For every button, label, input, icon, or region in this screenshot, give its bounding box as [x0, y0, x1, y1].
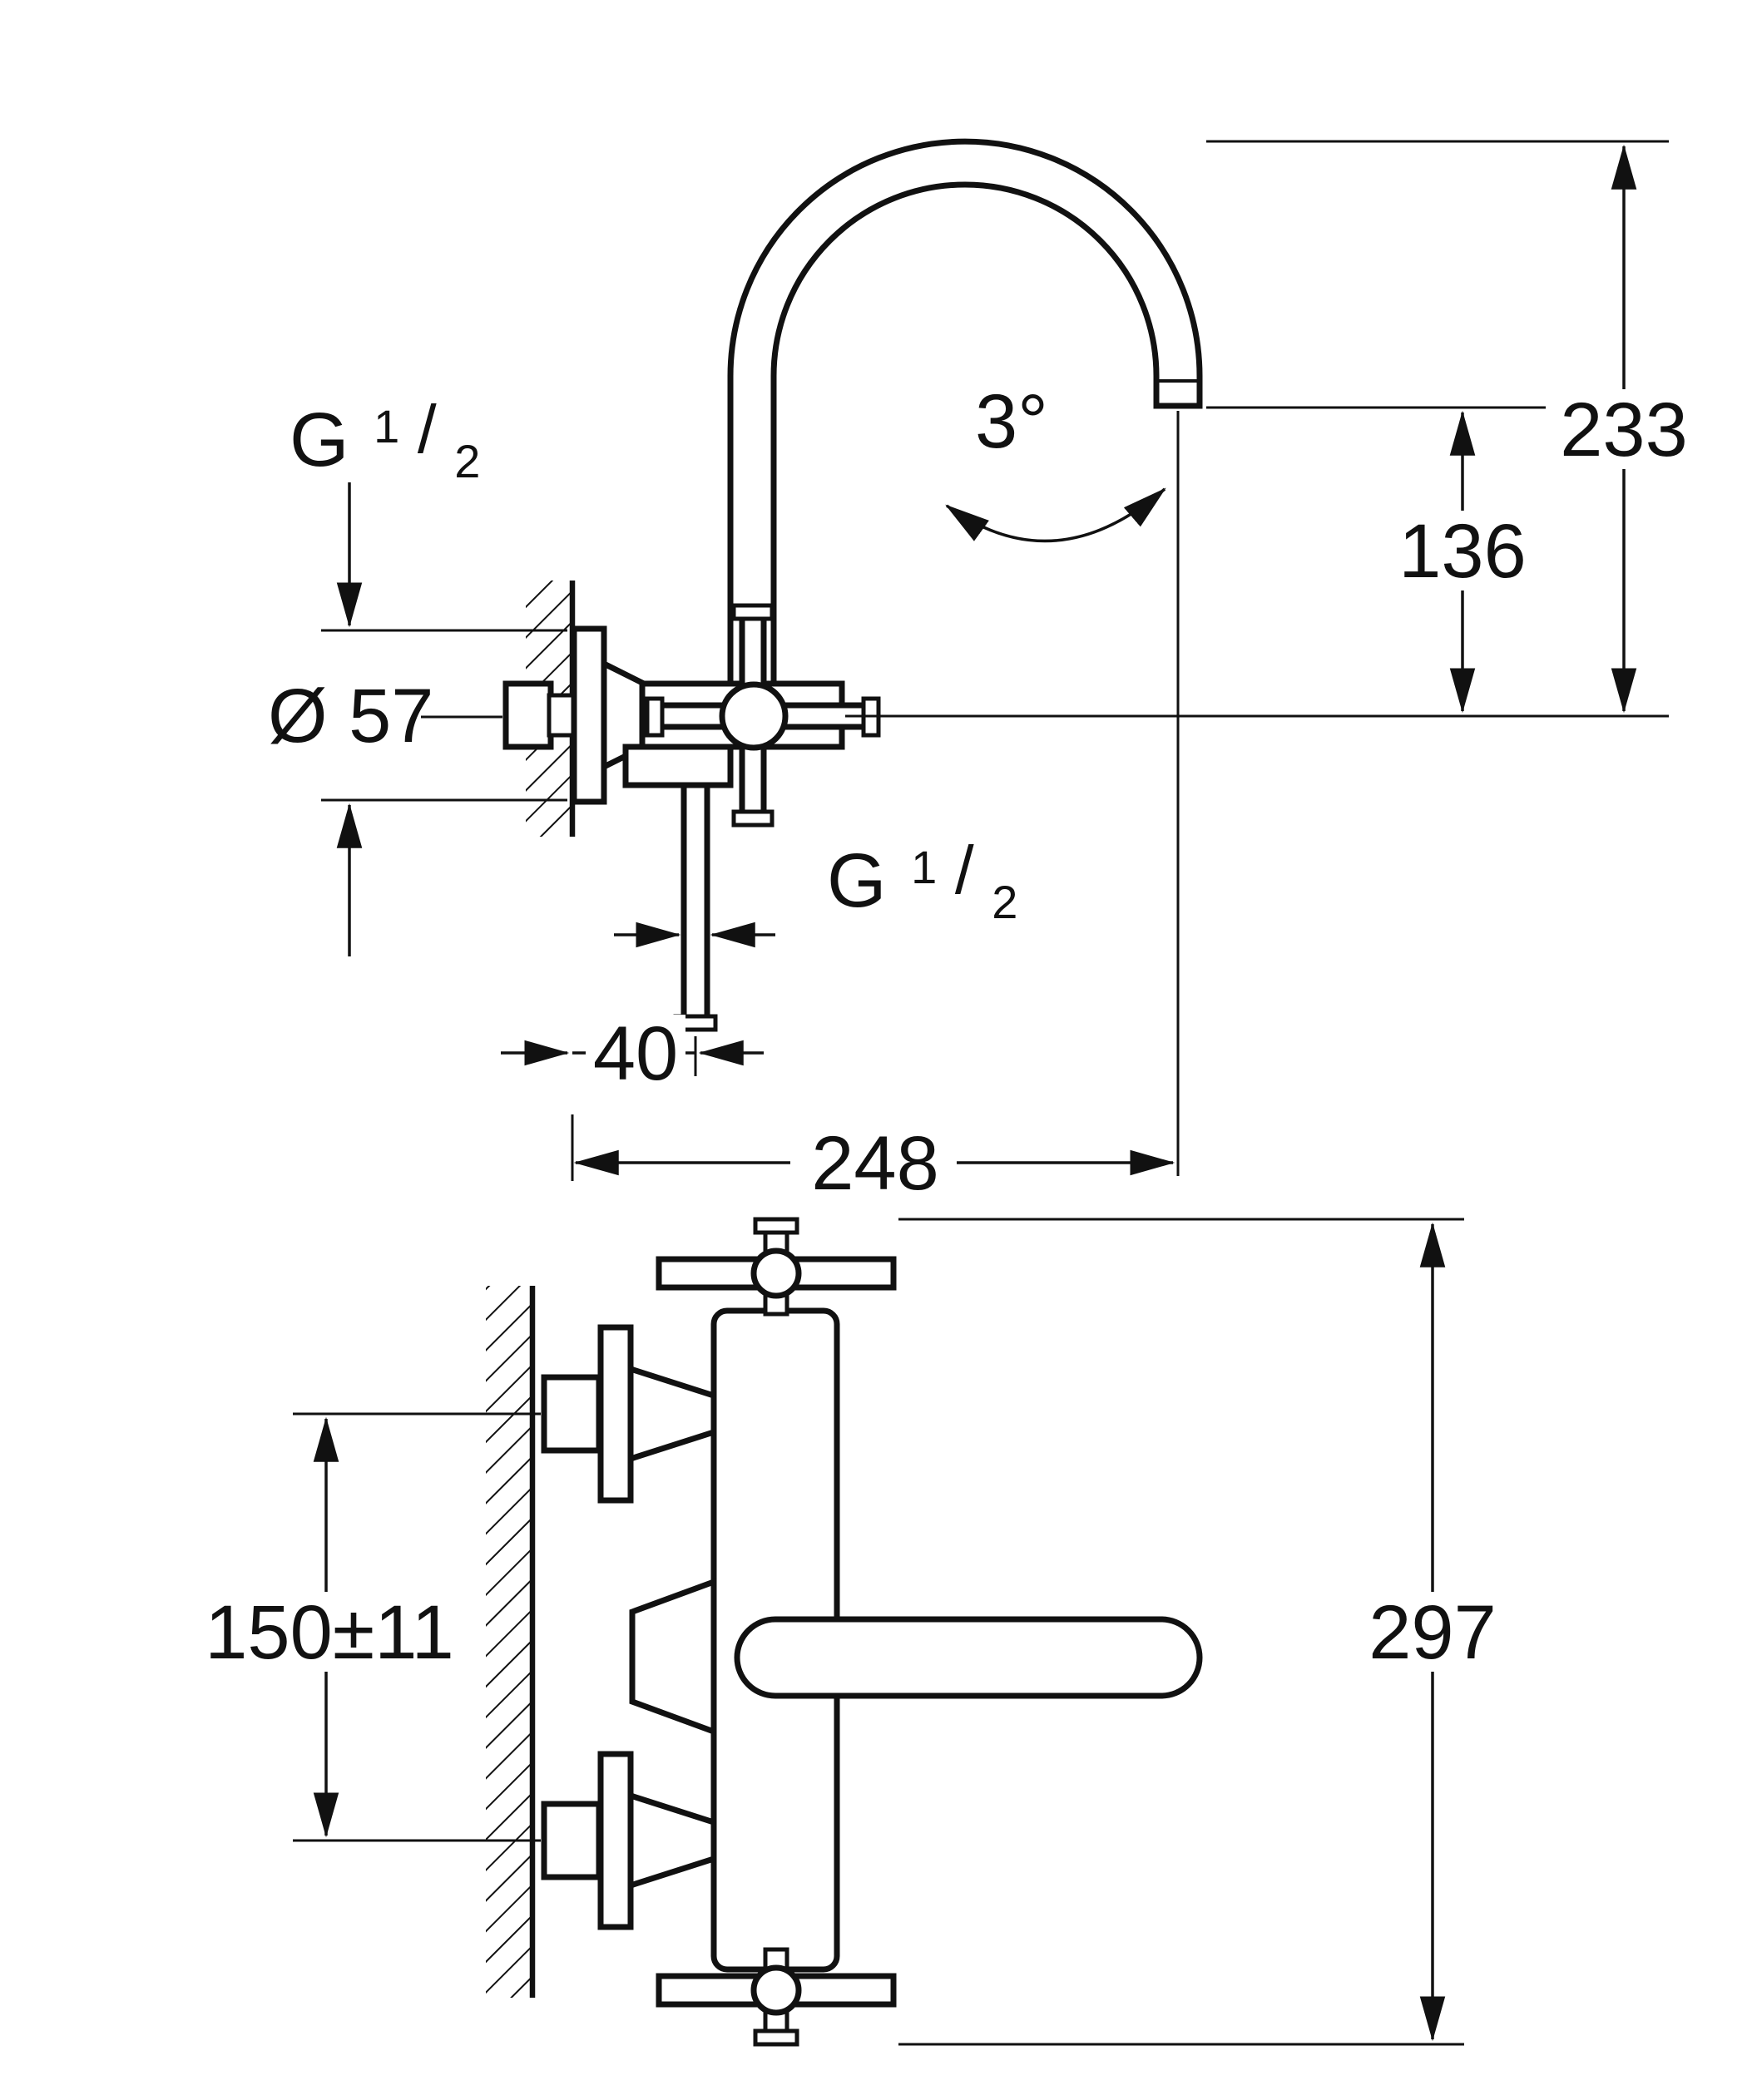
label-total-width: 297 — [1368, 1590, 1497, 1675]
dim-outlet-height: 136 — [845, 406, 1669, 718]
dim-connection-distance: 150±11 — [191, 1412, 541, 1842]
label-connection-distance: 150±11 — [205, 1590, 454, 1675]
handle-arm-cap-top — [731, 603, 775, 621]
wall-union-nut — [541, 1374, 602, 1454]
handle-arm-cap — [753, 1217, 799, 1235]
down-pipe — [681, 782, 710, 1030]
gooseneck-spout — [727, 138, 1203, 694]
wall-union-nut — [541, 1801, 602, 1880]
escutcheon — [597, 1324, 634, 1504]
front-view: 150±11 297 — [191, 1217, 1514, 2047]
label-outlet-height: 136 — [1398, 509, 1527, 594]
dim-thread-top: G 1 / 2 — [290, 374, 567, 632]
s-union-cone — [627, 1365, 717, 1463]
escutcheon — [571, 625, 607, 805]
label-bg — [586, 1015, 685, 1091]
wall-union-nut — [502, 680, 554, 750]
handle-arm-cap — [753, 2028, 799, 2047]
label-bg — [1351, 1592, 1514, 1672]
label-diameter: Ø 57 — [268, 674, 433, 758]
handle-arm-cap-bottom — [731, 809, 775, 828]
dim-wall-offset: 40 — [501, 1011, 764, 1096]
s-union-cone — [627, 1791, 717, 1890]
handle-arm-cap-left — [645, 696, 665, 738]
spout-front — [734, 1616, 1203, 1699]
supply-connection-bottom — [541, 1751, 717, 1930]
label-wall-offset: 40 — [593, 1011, 678, 1096]
handle-hub — [750, 1248, 802, 1299]
dim-total-width: 297 — [898, 1218, 1514, 2046]
cross-handle-bottom — [656, 1947, 897, 2047]
label-spout-reach: 248 — [811, 1121, 939, 1206]
cross-handle-side — [645, 603, 881, 828]
diverter-housing — [622, 744, 734, 788]
dim-swivel-angle: 3° — [945, 379, 1180, 1176]
supply-connection-top — [541, 1324, 717, 1504]
handle-hub — [719, 681, 789, 751]
escutcheon — [597, 1751, 634, 1930]
label-bg — [1546, 389, 1702, 469]
label-thread-bottom: G 1 / 2 — [827, 815, 1017, 928]
handle-hub — [750, 1964, 802, 2016]
side-view: G 1 / 2 Ø 57 3° 136 — [268, 138, 1702, 1206]
swivel-arc — [945, 487, 1166, 543]
label-swivel-angle: 3° — [975, 379, 1048, 464]
cross-handle-top — [656, 1217, 897, 1317]
dim-spout-reach: 248 — [571, 1114, 1175, 1206]
dim-diameter-57: Ø 57 — [268, 674, 567, 956]
label-total-height: 233 — [1560, 388, 1688, 472]
dim-thread-bottom: G 1 / 2 — [614, 815, 1017, 948]
dim-total-height: 233 — [1206, 140, 1702, 714]
wall-hatching — [486, 1286, 532, 1998]
label-bg — [1388, 511, 1537, 590]
diverter-outlet — [622, 744, 734, 1032]
diverter-housing — [629, 1577, 717, 1737]
label-thread-top: G 1 / 2 — [290, 374, 480, 487]
wall-section — [486, 1286, 536, 1998]
label-bg — [191, 1592, 468, 1672]
label-bg — [790, 1123, 957, 1203]
